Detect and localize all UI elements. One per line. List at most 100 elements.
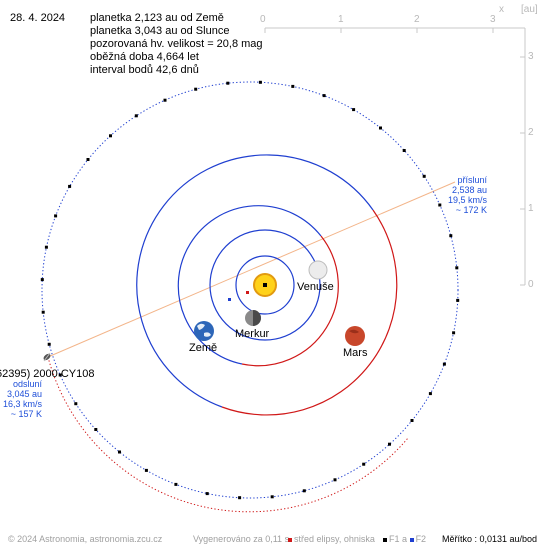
asteroid-position-dot	[58, 373, 62, 377]
asteroid-position-dot	[322, 94, 326, 98]
earth-distance-text: planetka 2,123 au od Země	[90, 12, 224, 24]
unit-label: [au]	[521, 4, 538, 15]
asteroid-position-dot	[205, 492, 209, 496]
asteroid-position-dot	[68, 184, 72, 188]
asteroid-position-dot	[74, 402, 78, 406]
asteroid-position-dot	[258, 80, 262, 84]
sun-distance-text: planetka 3,043 au od Slunce	[90, 25, 230, 37]
f1-legend-text: F1	[389, 534, 400, 544]
f1-legend-swatch	[383, 537, 387, 542]
asteroid-position-dot	[428, 392, 432, 396]
earth-label: Země	[189, 342, 218, 354]
asteroid-position-dot	[452, 331, 456, 335]
center-legend-text: střed elipsy, ohniska	[294, 534, 375, 544]
y-tick-2: 2	[528, 127, 534, 138]
perihelion-distance: 2,538 au	[451, 185, 487, 195]
x-axis-label: x	[499, 4, 504, 15]
footer-foci-legend: F1 a F2	[383, 534, 426, 544]
asteroid-position-dot	[442, 362, 446, 366]
x-tick-3: 3	[490, 14, 496, 25]
footer-credit: © 2024 Astronomia, astronomia.zcu.cz	[8, 534, 163, 544]
asteroid-position-dot	[144, 468, 148, 472]
asteroid-position-dot	[41, 310, 45, 314]
focus-f2-marker	[228, 298, 231, 301]
asteroid-position-dot	[54, 214, 58, 218]
asteroid-position-dot	[362, 462, 366, 466]
mars-shade	[349, 329, 359, 334]
mercury-orbit	[235, 255, 295, 315]
asteroid-position-dot	[163, 98, 167, 102]
perihelion-title: přísluní	[457, 175, 487, 185]
mars-orbit-red	[221, 209, 398, 416]
asteroid-position-dot	[134, 114, 138, 118]
y-tick-1: 1	[528, 203, 534, 214]
asteroid-icon	[43, 352, 51, 362]
asteroid-position-dot	[456, 298, 460, 302]
venus-orbit	[209, 229, 321, 341]
earth-orbit-blue	[177, 205, 322, 365]
asteroid-position-dot	[333, 478, 337, 482]
axis-ticks	[264, 28, 525, 286]
interval-text: interval bodů 42,6 dnů	[90, 64, 199, 76]
asteroid-position-dot	[86, 158, 90, 161]
asteroid-label: 62395) 2000 CY108	[0, 368, 95, 380]
venus-label: Venuše	[297, 281, 334, 293]
asteroid-position-dot	[109, 134, 112, 138]
period-text: oběžná doba 4,664 let	[90, 51, 199, 63]
aphelion-speed: 16,3 km/s	[2, 399, 42, 409]
apsis-line	[47, 181, 456, 358]
asteroid-position-dot	[238, 496, 242, 500]
asteroid-position-dot	[44, 245, 48, 249]
mars-orbit-blue	[136, 154, 374, 408]
aphelion-distance: 3,045 au	[6, 389, 42, 399]
x-tick-2: 2	[414, 14, 420, 25]
asteroid-position-dot	[194, 87, 198, 91]
asteroid-position-dot	[422, 174, 426, 178]
asteroid-position-dot	[47, 342, 51, 346]
f2-legend-text: F2	[415, 534, 427, 544]
asteroid-position-dot	[438, 203, 442, 207]
asteroid-position-dot	[388, 442, 391, 446]
magnitude-text: pozorovaná hv. velikost = 20,8 mag	[90, 38, 263, 50]
earth-icon	[194, 321, 214, 341]
a-legend-text: a	[402, 534, 408, 544]
asteroid-position-dot	[174, 482, 178, 486]
x-tick-0: 0	[260, 14, 266, 25]
asteroid-position-dot	[226, 81, 230, 85]
asteroid-position-dot	[94, 428, 98, 431]
ellipse-center-marker	[246, 291, 249, 294]
aphelion-temp: ~ 157 K	[10, 409, 42, 419]
asteroid-position-dot	[379, 126, 382, 130]
mars-label: Mars	[343, 347, 368, 359]
footer-scale: Měřítko : 0,0131 au/bod	[442, 534, 538, 544]
mars-icon	[345, 326, 365, 346]
footer-center-legend: střed elipsy, ohniska	[288, 534, 375, 544]
asteroid-position-dot	[118, 450, 121, 454]
perihelion-temp: ~ 172 K	[455, 205, 487, 215]
asteroid-position-dot	[410, 419, 414, 422]
mercury-label: Merkur	[235, 328, 270, 340]
asteroid-position-dot	[270, 495, 274, 499]
venus-icon	[308, 260, 328, 280]
sun-focus-marker	[263, 283, 267, 287]
date-label: 28. 4. 2024	[10, 12, 66, 24]
center-legend-swatch	[288, 537, 292, 542]
asteroid-position-dot	[455, 266, 459, 270]
footer-generated: Vygenerováno za 0,11 s	[193, 534, 290, 544]
y-tick-3: 3	[528, 51, 534, 62]
y-tick-0: 0	[528, 279, 534, 290]
f2-legend-swatch	[409, 537, 414, 542]
aphelion-title: odsluní	[12, 379, 42, 389]
asteroid-position-dot	[449, 234, 453, 238]
asteroid-position-dots	[40, 80, 460, 500]
perihelion-speed: 19,5 km/s	[447, 195, 487, 205]
x-tick-1: 1	[338, 14, 344, 25]
mercury-shade	[253, 310, 261, 326]
asteroid-orbit-below	[47, 356, 409, 513]
asteroid-orbit	[41, 81, 459, 499]
asteroid-position-dot	[402, 149, 406, 152]
asteroid-position-dot	[302, 489, 306, 493]
asteroid-position-dot	[352, 108, 356, 112]
